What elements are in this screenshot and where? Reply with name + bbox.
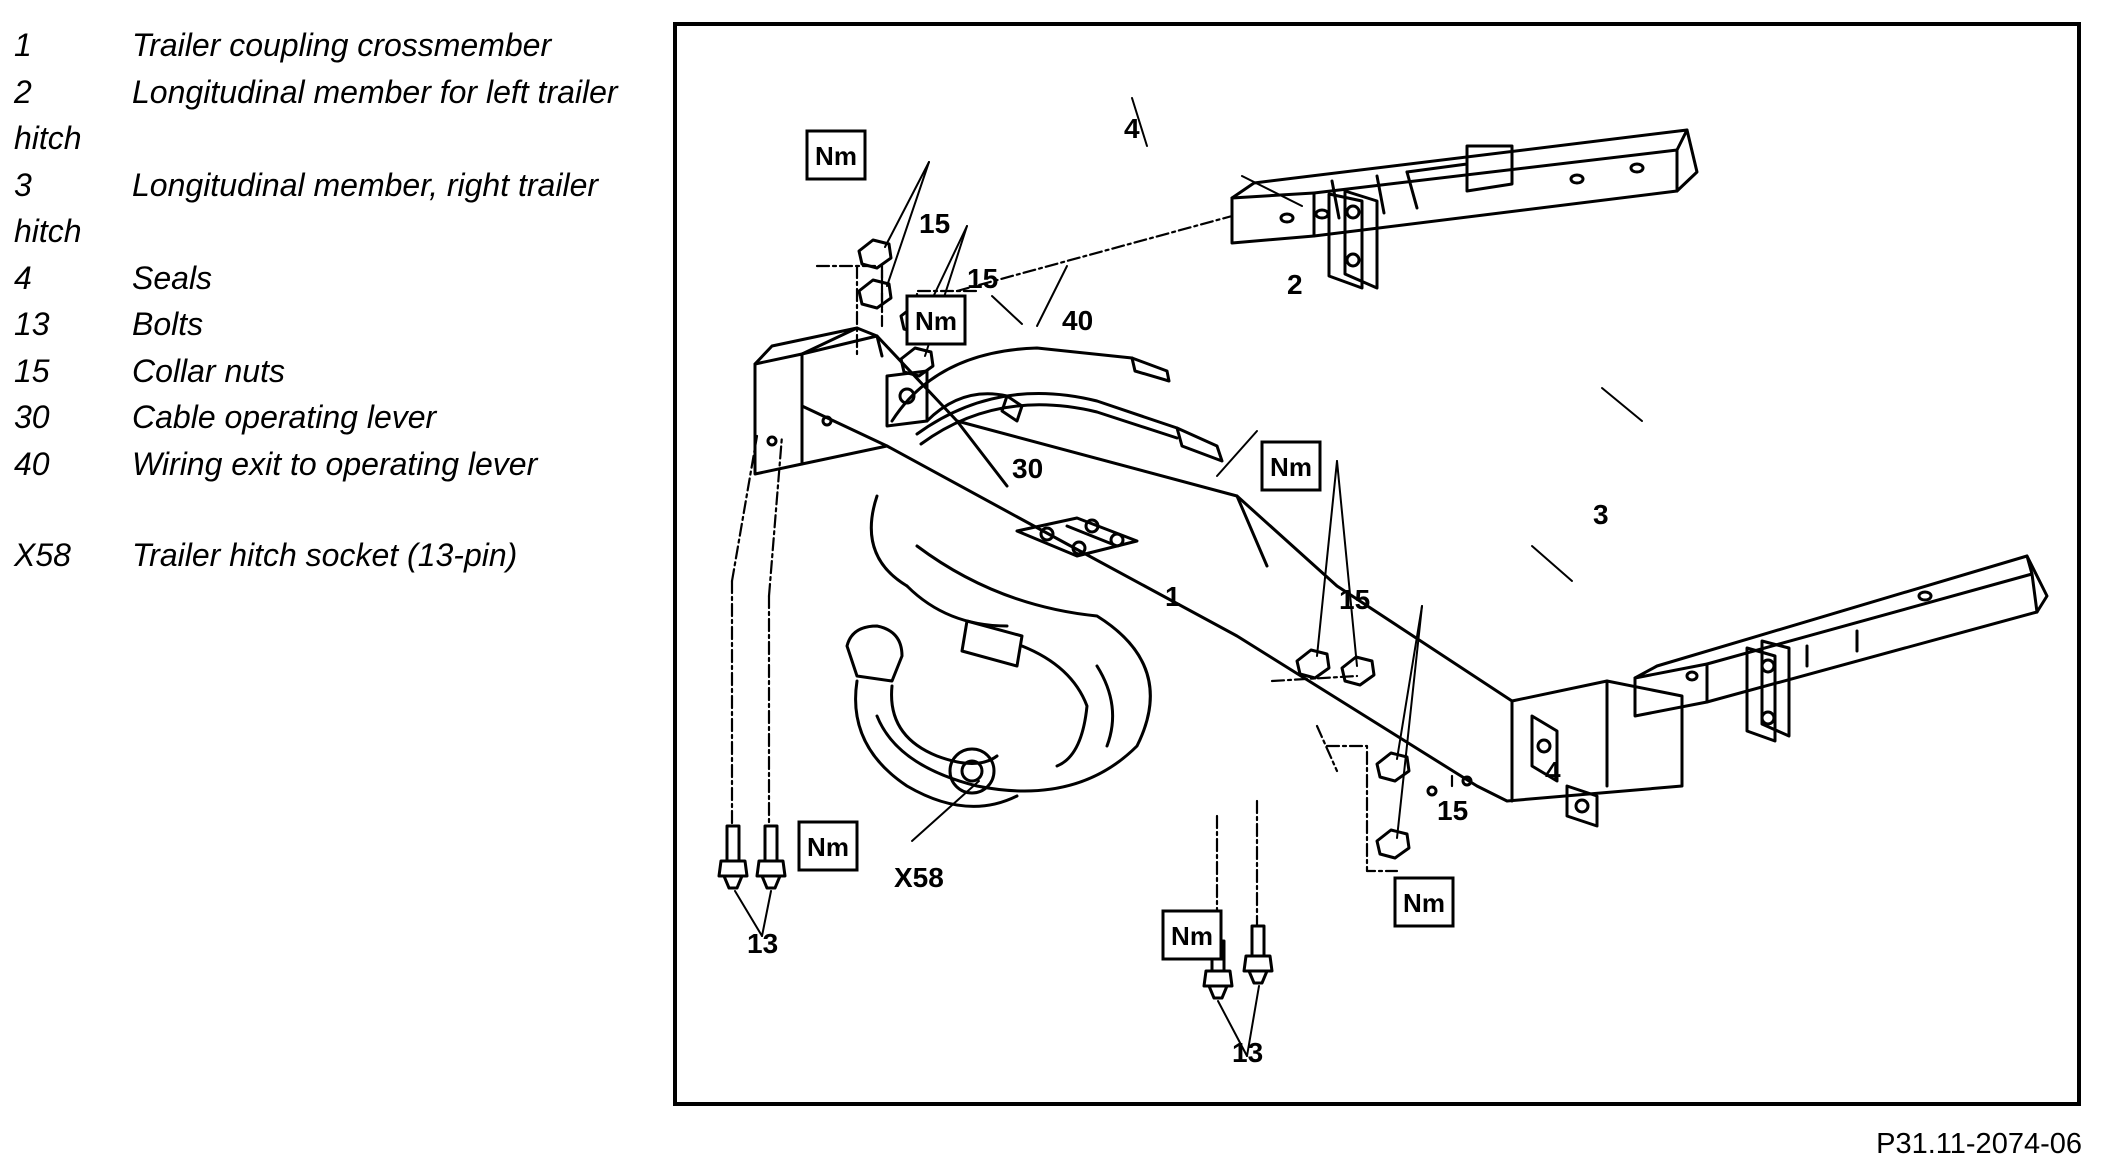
legend-number: X58 (14, 537, 71, 573)
callout-15: 15 (1437, 795, 1468, 826)
legend-text: Trailer hitch socket (13-pin) (132, 537, 518, 573)
legend-number: 15 (14, 352, 50, 389)
figure-reference: P31.11-2074-06 (1876, 1128, 2082, 1160)
callout-30: 30 (1012, 453, 1043, 484)
legend-item: X58 Trailer hitch socket (13-pin) (14, 532, 654, 579)
callout-1: 1 (1165, 581, 1181, 612)
torque-box: Nm (797, 820, 859, 872)
torque-label: Nm (1171, 921, 1213, 951)
leader-lines (734, 97, 1643, 1057)
cable-and-wiring (890, 346, 1224, 463)
legend-text: Wiring exit to operating lever (132, 445, 538, 482)
legend-text: Longitudinal member, right trailer hitch (14, 166, 599, 250)
legend-text: Bolts (132, 306, 204, 342)
legend-text: Collar nuts (132, 352, 285, 389)
legend-item: 40 Wiring exit to operating lever (14, 441, 654, 488)
torque-label: Nm (915, 306, 957, 336)
legend-number: 40 (14, 445, 50, 482)
legend-item: 15 Collar nuts (14, 348, 654, 395)
callout-13: 13 (747, 928, 778, 959)
torque-box: Nm (1161, 909, 1223, 961)
torque-label: Nm (815, 141, 857, 171)
trailer-hitch-diagram: Nm Nm Nm Nm Nm Nm (717, 97, 2049, 1068)
callout-x58: X58 (894, 862, 944, 893)
legend-item: 30 Cable operating lever (14, 394, 654, 441)
legend-text: Cable operating lever (132, 399, 437, 435)
legend-number: 3 (14, 166, 32, 203)
legend-item: 4 Seals (14, 255, 654, 302)
callout-2: 2 (1287, 269, 1303, 300)
callout-13: 13 (1232, 1037, 1263, 1068)
crossmember (753, 326, 1684, 828)
torque-box: Nm (1260, 440, 1322, 492)
legend-text: Seals (132, 259, 213, 296)
alignment-lines (730, 214, 1454, 948)
callout-4: 4 (1124, 113, 1140, 144)
callout-4: 4 (1545, 756, 1561, 787)
bolts (717, 824, 1274, 1000)
legend-item: 1 Trailer coupling crossmember (14, 22, 654, 69)
legend-number: 2 (14, 73, 32, 110)
legend-number: 13 (14, 306, 50, 342)
torque-label: Nm (807, 832, 849, 862)
legend-text: Trailer coupling crossmember (132, 27, 552, 63)
callout-15: 15 (967, 263, 998, 294)
legend-item: 13 Bolts (14, 301, 654, 348)
callout-40: 40 (1062, 305, 1093, 336)
trailer-hitch-socket (845, 494, 1152, 808)
torque-box: Nm (805, 129, 867, 181)
torque-box: Nm (1393, 876, 1455, 928)
callout-3: 3 (1593, 499, 1609, 530)
torque-boxes: Nm Nm Nm Nm Nm Nm (797, 129, 1455, 961)
torque-label: Nm (1403, 888, 1445, 918)
legend-number: 1 (14, 27, 32, 63)
torque-label: Nm (1270, 452, 1312, 482)
callout-15: 15 (919, 208, 950, 239)
callouts: 4 15 15 40 2 30 3 1 15 4 15 X58 13 13 (747, 113, 1609, 1068)
legend-text: Longitudinal member for left trailer hit… (14, 73, 618, 157)
longitudinal-member-left (1230, 128, 1699, 245)
legend-number: 30 (14, 399, 50, 435)
longitudinal-member-right (1633, 554, 2049, 718)
seal-left (1327, 189, 1379, 290)
torque-box: Nm (905, 294, 967, 346)
diagram-frame: Nm Nm Nm Nm Nm Nm (673, 22, 2081, 1106)
seal-right (1745, 639, 1791, 743)
callout-15: 15 (1339, 584, 1370, 615)
legend-number: 4 (14, 259, 32, 296)
